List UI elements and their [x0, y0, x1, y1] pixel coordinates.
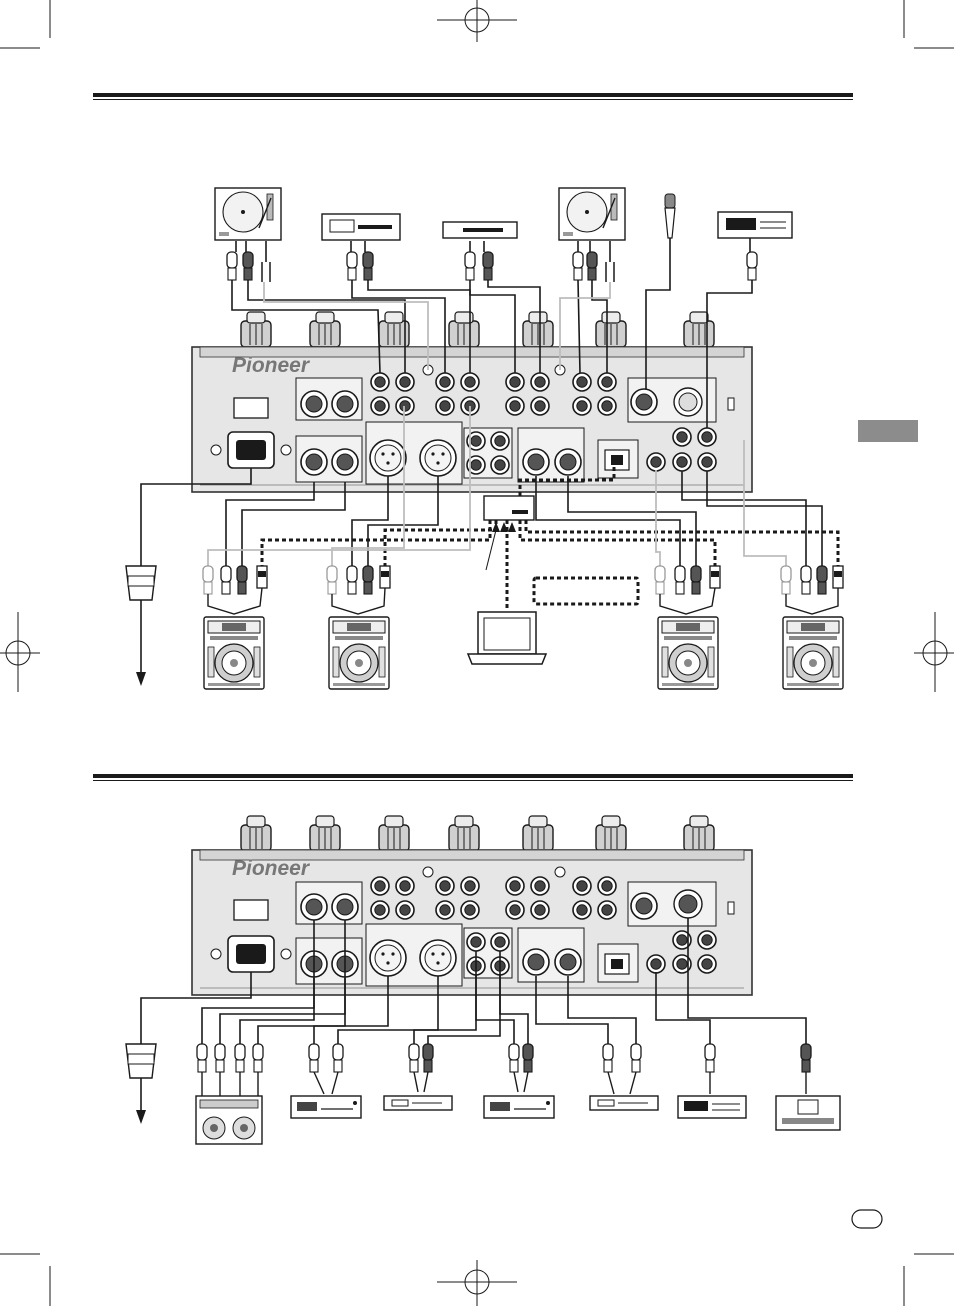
amplifier-2 [384, 1096, 452, 1110]
amplifier-3 [590, 1096, 658, 1110]
mixer-rear-panel-2: Pioneer [192, 850, 752, 995]
output-plugs [197, 1044, 811, 1072]
cdj-plugs [203, 566, 843, 594]
source-plugs [227, 252, 757, 282]
output-connections-diagram: Pioneer [126, 816, 840, 1144]
registration-mark-top [437, 0, 517, 42]
output-plug-joins [202, 1072, 806, 1096]
registration-mark-right [914, 612, 954, 692]
cdj-plug-joins [208, 588, 838, 614]
laptop [468, 612, 546, 664]
midi-sequencer [776, 1096, 840, 1130]
power-switch [234, 398, 268, 418]
brand-logo-2: Pioneer [232, 857, 311, 880]
turntable-right [559, 188, 625, 240]
input-connections-diagram: Pioneer [126, 188, 843, 689]
mixer-top-knobs [241, 312, 714, 347]
tape-deck [322, 214, 400, 240]
page-badge [852, 1210, 882, 1228]
recorder-1 [484, 1096, 554, 1118]
cd-player-4 [783, 617, 843, 689]
cd-player-small [443, 222, 517, 238]
section-rule-top [93, 93, 853, 100]
registration-mark-bottom [437, 1260, 517, 1306]
side-tab [858, 420, 918, 442]
brand-logo: Pioneer [232, 354, 311, 377]
recorder-top-right [718, 212, 792, 238]
sampler [196, 1096, 262, 1144]
recorder-2 [678, 1096, 746, 1118]
registration-mark-left [0, 612, 40, 692]
network-hub [484, 496, 534, 520]
amplifier-1 [291, 1096, 361, 1118]
cd-player-1 [204, 617, 264, 689]
section-rule-bottom [93, 774, 853, 781]
mixer-top-knobs-2 [241, 816, 714, 851]
microphone [665, 194, 675, 238]
turntable-left [215, 188, 281, 240]
mixer-rear-panel: Pioneer [192, 347, 752, 492]
cd-player-3 [658, 617, 718, 689]
cd-player-2 [329, 617, 389, 689]
